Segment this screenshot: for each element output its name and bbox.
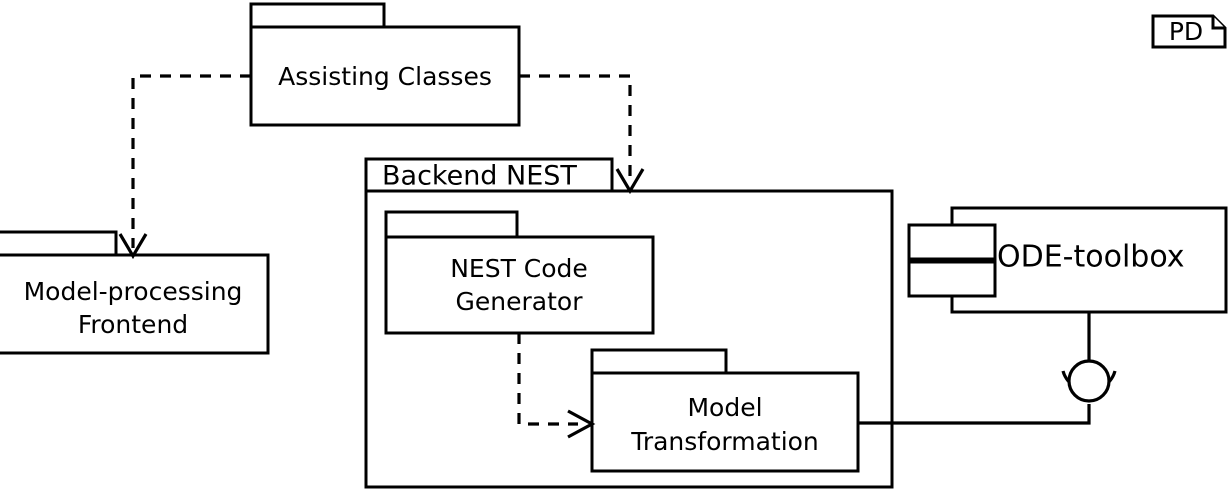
package-body-assisting-classes (249, 25, 521, 127)
dep-arrowhead-assisting-to-frontend (118, 233, 148, 260)
package-tab-assisting-classes (249, 2, 386, 30)
dep-arrowhead-assisting-to-backend (615, 168, 645, 195)
package-tab-nest-code-generator (384, 210, 519, 240)
component-ode-toolbox[interactable]: ODE-toolbox (907, 206, 1228, 314)
note-label-pd: PD (1169, 17, 1203, 46)
connector-dep-assisting-to-backend[interactable] (519, 74, 645, 195)
package-model-processing-frontend[interactable]: Model-processing Frontend (0, 230, 270, 355)
component-body-ode-toolbox (950, 206, 1228, 314)
package-label-model-transformation-line2: Transformation (630, 427, 819, 456)
package-model-transformation[interactable]: Model Transformation (590, 348, 860, 473)
package-nest-code-generator[interactable]: NEST Code Generator (384, 210, 655, 335)
package-body-model-transformation (590, 371, 860, 473)
component-icon-upper-rect (907, 223, 997, 261)
package-label-nest-code-generator-line1: NEST Code (450, 254, 588, 283)
note-pd: PD (1151, 14, 1227, 49)
dep-path-assisting-to-backend (519, 74, 632, 183)
package-body-model-processing-frontend (0, 253, 270, 355)
component-icon-lower-rect (907, 260, 997, 298)
package-label-model-transformation-line1: Model (687, 393, 762, 422)
package-tab-model-processing-frontend (0, 230, 118, 258)
package-label-backend-nest: Backend NEST (382, 161, 577, 192)
connector-dep-codegen-to-transformation[interactable] (517, 333, 596, 439)
assembly-ball-interface (1067, 359, 1111, 403)
dep-arrowhead-codegen-to-transformation (567, 409, 596, 439)
package-body-nest-code-generator (384, 235, 655, 335)
package-tab-model-transformation (590, 348, 728, 376)
package-label-nest-code-generator-line2: Generator (456, 287, 584, 316)
dep-path-codegen-to-transformation (517, 333, 578, 426)
package-label-model-processing-frontend-line2: Frontend (78, 310, 188, 339)
package-assisting-classes[interactable]: Assisting Classes (249, 2, 521, 127)
connector-dep-assisting-to-frontend[interactable] (118, 74, 251, 260)
package-label-assisting-classes: Assisting Classes (278, 62, 492, 91)
assembly-required-line (858, 404, 1091, 425)
note-shape-pd (1151, 14, 1227, 49)
dep-path-assisting-to-frontend (131, 74, 251, 248)
component-label-ode-toolbox: ODE-toolbox (997, 240, 1185, 275)
note-fold-corner-pd (1211, 16, 1225, 30)
connector-assembly-transformation-to-odetoolbox[interactable] (858, 312, 1117, 425)
package-label-model-processing-frontend-line1: Model-processing (24, 277, 243, 306)
